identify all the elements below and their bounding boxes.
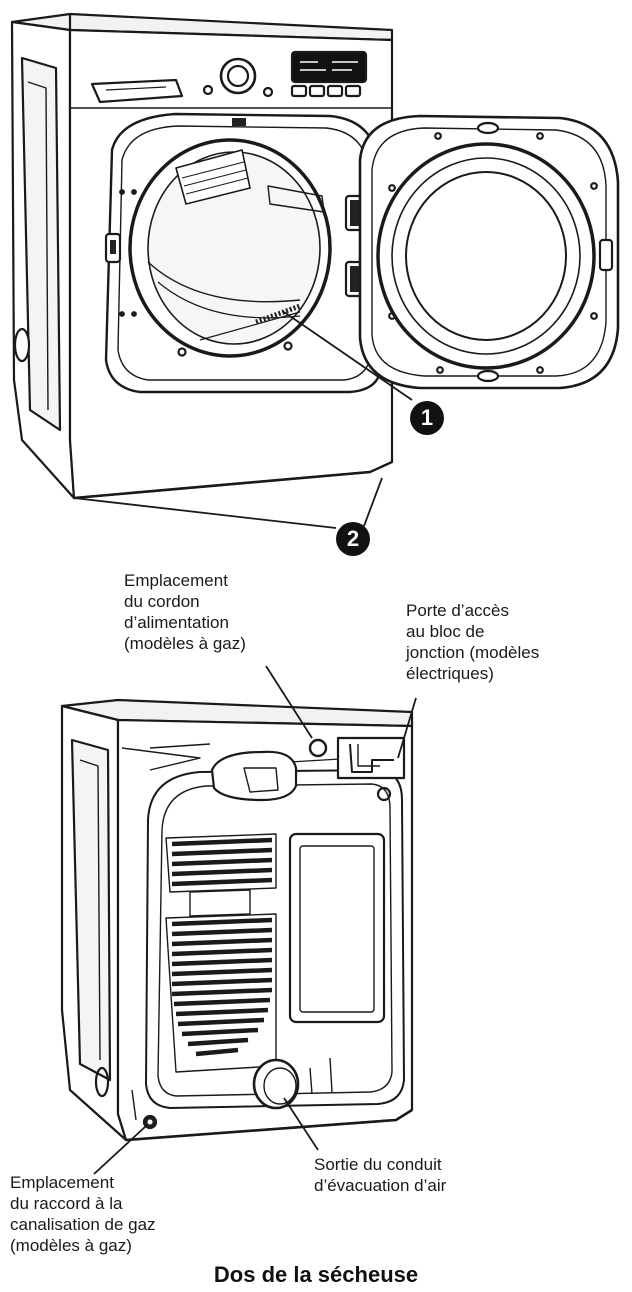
label-exhaust-outlet: Sortie du conduit d’évacuation d’air — [314, 1155, 447, 1195]
label-gas-connection-location: Emplacement du raccord à la canalisation… — [10, 1173, 156, 1255]
label-power-cord-location: Emplacement du cordon d’alimentation (mo… — [124, 571, 246, 653]
dryer-back-illustration — [60, 665, 417, 1175]
dryer-front-illustration — [10, 12, 620, 529]
label-terminal-block-door: Porte d’accès au bloc de jonction (modèl… — [406, 601, 540, 683]
callout-1: 1 — [410, 401, 444, 435]
callout-2: 2 — [336, 522, 370, 556]
figure-caption: Dos de la sécheuse — [213, 1262, 419, 1287]
